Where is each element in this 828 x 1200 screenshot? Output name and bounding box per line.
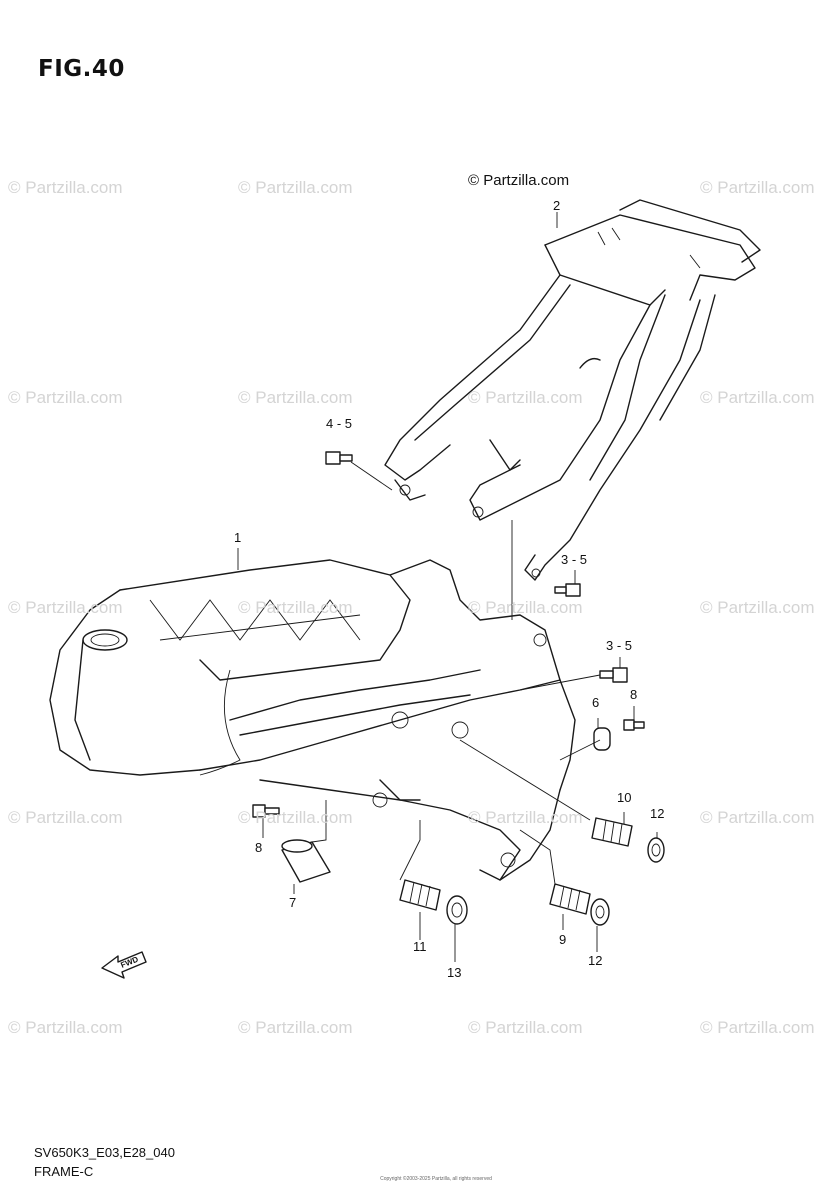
callout-12-upper: 12 [650,806,665,821]
main-frame-drawing [49,548,576,881]
callout-7: 7 [289,895,297,910]
callout-6: 6 [592,695,600,710]
seat-rail-drawing [350,199,761,581]
callout-12-lower: 12 [588,953,603,968]
hardware-drawing [252,451,665,962]
callout-13: 13 [447,965,462,980]
fwd-arrow-icon: FWD [101,951,147,979]
section-name: FRAME-C [34,1164,94,1179]
callout-3-5-right: 3 - 5 [606,638,633,653]
callout-9: 9 [559,932,567,947]
copyright-notice: Copyright ©2003-2025 Partzilla, all righ… [380,1176,492,1182]
callout-2: 2 [553,198,561,213]
figure-title: FIG.40 [38,56,125,82]
model-code: SV650K3_E03,E28_040 [34,1145,175,1160]
callout-1: 1 [234,530,242,545]
callout-4-5: 4 - 5 [326,416,353,431]
callout-3-5-upper: 3 - 5 [561,552,588,567]
callout-10: 10 [617,790,632,805]
brand-mark: © Partzilla.com [468,172,570,189]
callout-8-right: 8 [630,687,638,702]
callout-11: 11 [413,939,427,954]
callout-8-left: 8 [255,840,263,855]
